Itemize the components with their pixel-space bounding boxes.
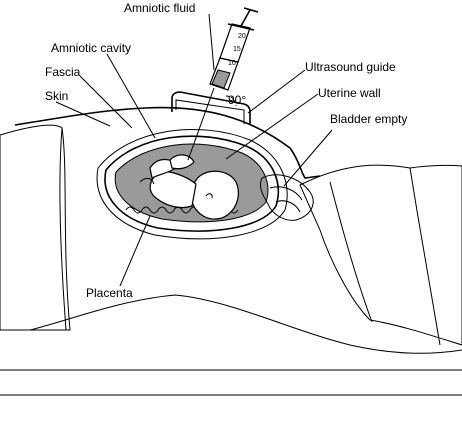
label-uterine-wall: Uterine wall: [318, 86, 381, 100]
leader-lines: [55, 13, 333, 287]
angle-label: 90°: [228, 93, 246, 107]
ultrasound-probe-icon: [171, 91, 251, 124]
left-drape: [0, 124, 71, 331]
skin-outline: [14, 106, 321, 179]
angle-arc: [225, 95, 237, 107]
fascia-layer: [96, 128, 288, 240]
label-skin: Skin: [45, 89, 68, 103]
label-bladder-empty: Bladder empty: [330, 112, 407, 126]
label-fascia: Fascia: [45, 65, 81, 79]
table: [0, 369, 462, 396]
syringe-icon: [187, 7, 259, 161]
right-drape: [299, 164, 462, 346]
label-amniotic-cavity: Amniotic cavity: [51, 41, 131, 55]
scale-15: 15: [233, 46, 241, 53]
label-amniotic-fluid: Amniotic fluid: [124, 1, 195, 15]
body-outline: [29, 294, 462, 354]
fetus-icon: [139, 154, 239, 220]
uterine-wall-outer: [104, 135, 280, 232]
label-placenta: Placenta: [86, 286, 133, 300]
scale-20: 20: [238, 33, 246, 40]
label-ultrasound-guide: Ultrasound guide: [305, 60, 396, 74]
scale-10: 10: [228, 60, 236, 67]
bladder: [259, 174, 314, 221]
